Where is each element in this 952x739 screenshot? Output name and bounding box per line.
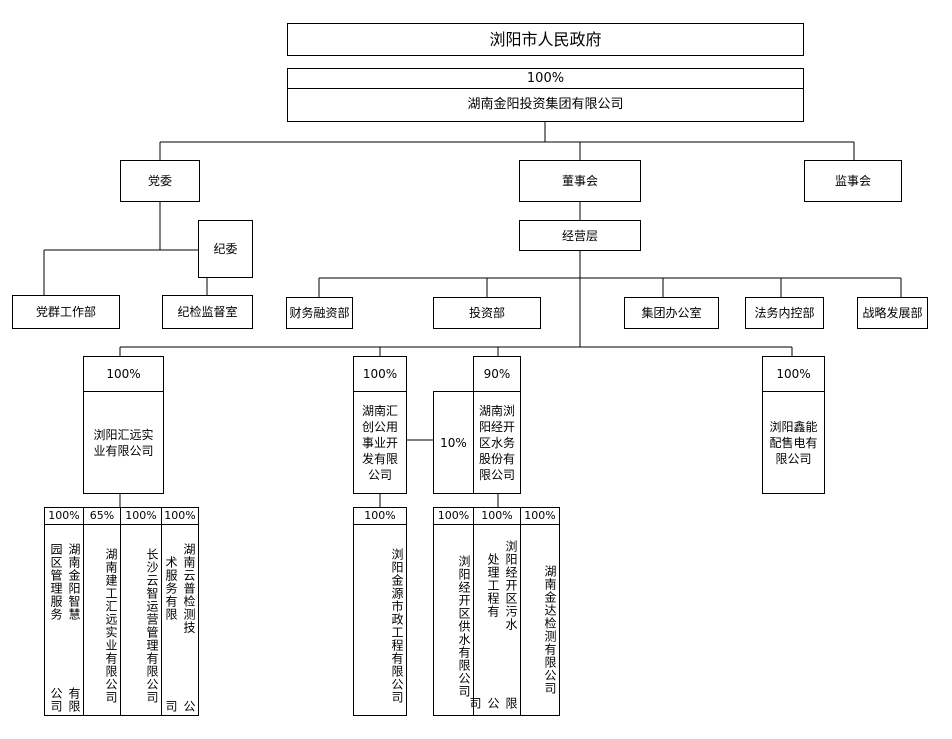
dept-finance-node: 财务融资部: [286, 297, 353, 329]
huiyuan-child-4-name-b: 公司: [164, 699, 196, 713]
dept-investment-node: 投资部: [433, 297, 541, 329]
huichuang-child-1-node: 浏阳金源市政工程有限公司: [353, 524, 407, 716]
discipline-committee-node: 纪委: [198, 220, 253, 278]
huiyuan-child-1-pct: 100%: [44, 507, 84, 525]
huiyuan-pct: 100%: [83, 356, 164, 392]
xinneng-pct: 100%: [762, 356, 825, 392]
huiyuan-child-3-node: 长沙云智运营管理有限公司: [120, 524, 162, 716]
root-node: 浏阳市人民政府: [287, 23, 804, 56]
inspection-office-node: 纪检监督室: [162, 295, 253, 329]
huichuang-node: 湖南汇创公用事业开发有限公司: [353, 391, 407, 494]
group-node: 湖南金阳投资集团有限公司: [287, 88, 804, 122]
huiyuan-node: 浏阳汇远实业有限公司: [83, 391, 164, 494]
huiyuan-child-4-pct: 100%: [161, 507, 199, 525]
huiyuan-child-2-node: 湖南建工汇远实业有限公司: [83, 524, 121, 716]
huiyuan-child-1-name-b: 有限公司: [49, 687, 81, 713]
huichuang-pct: 100%: [353, 356, 407, 392]
dept-strategy-node: 战略发展部: [857, 297, 928, 329]
party-work-dept-node: 党群工作部: [12, 295, 120, 329]
huiyuan-child-1-name-a: 湖南金阳智慧园区管理服务: [49, 543, 81, 621]
shuiwu-child-3-node: 湖南金达检测有限公司: [520, 524, 560, 716]
shuiwu-child-3-pct: 100%: [520, 507, 560, 525]
shuiwu-minor-pct: 10%: [433, 391, 474, 494]
shuiwu-child-1-pct: 100%: [433, 507, 474, 525]
huiyuan-child-4-node: 湖南云普检测技术服务有限 公司: [161, 524, 199, 716]
shuiwu-node: 湖南浏阳经开区水务股份有限公司: [473, 391, 521, 494]
shuiwu-child-2-node: 浏阳经开区污水处理工程有 限公司: [468, 524, 521, 716]
huiyuan-child-1-node: 湖南金阳智慧园区管理服务 有限公司: [44, 524, 84, 716]
shuiwu-child-2-name-a: 浏阳经开区污水处理工程有: [486, 539, 518, 631]
management-node: 经营层: [519, 220, 641, 251]
shuiwu-pct: 90%: [473, 356, 521, 392]
huiyuan-child-4-name-a: 湖南云普检测技术服务有限: [164, 542, 196, 634]
xinneng-node: 浏阳鑫能配售电有限公司: [762, 391, 825, 494]
supervisory-board-node: 监事会: [804, 160, 902, 202]
group-pct: 100%: [287, 68, 804, 89]
huichuang-child-1-pct: 100%: [353, 507, 407, 525]
party-committee-node: 党委: [120, 160, 200, 202]
shuiwu-child-2-pct: 100%: [473, 507, 521, 525]
shuiwu-child-2-name-b: 限公司: [468, 696, 518, 710]
dept-office-node: 集团办公室: [624, 297, 719, 329]
huiyuan-child-2-pct: 65%: [83, 507, 121, 525]
board-node: 董事会: [519, 160, 641, 202]
dept-legal-node: 法务内控部: [745, 297, 824, 329]
huiyuan-child-3-pct: 100%: [120, 507, 162, 525]
